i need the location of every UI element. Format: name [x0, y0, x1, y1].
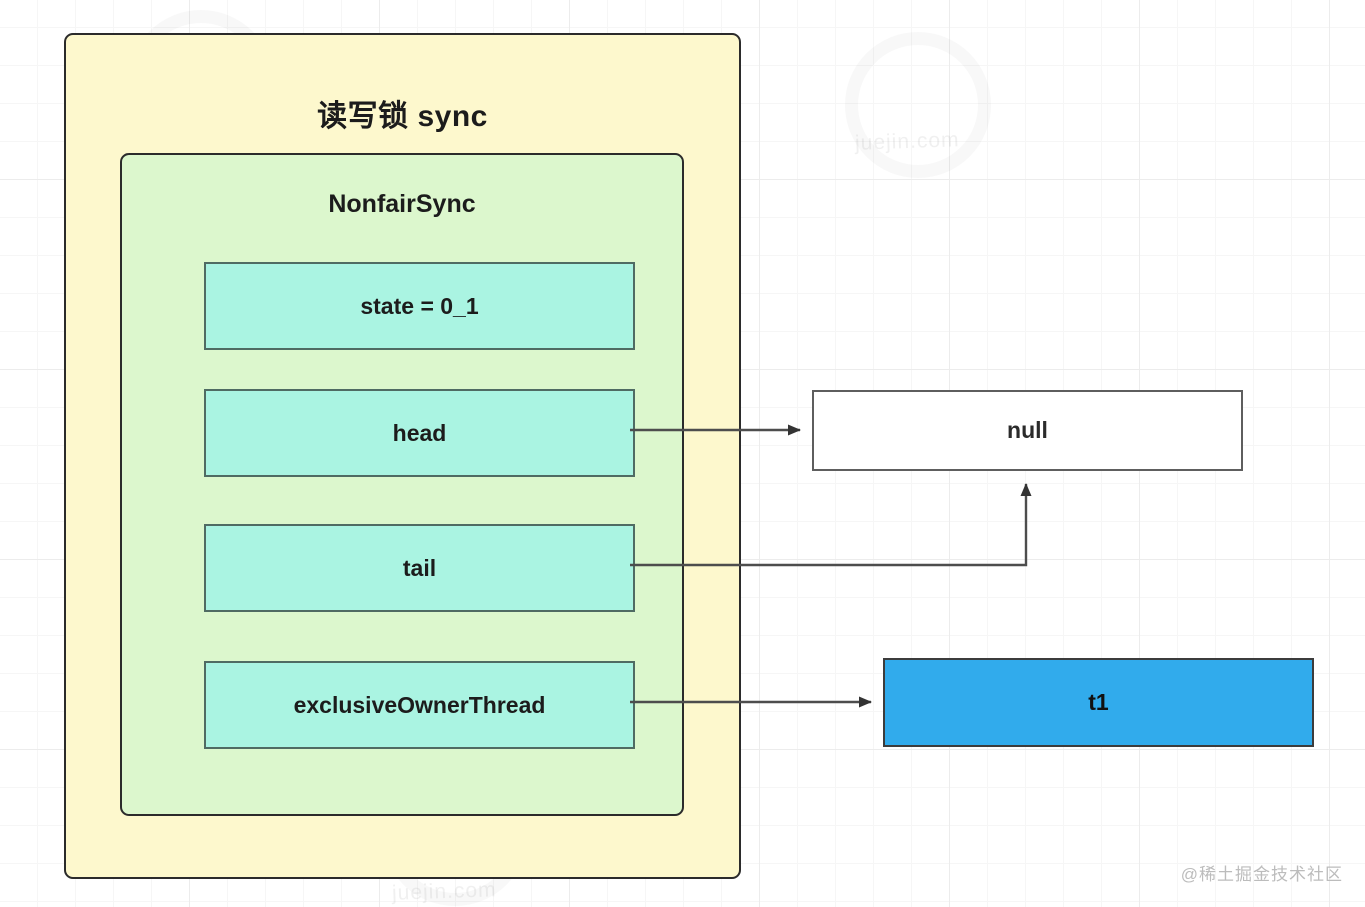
watermark-url: juejin.com: [854, 128, 960, 155]
inner-container-nonfairsync: NonfairSync state = 0_1 head tail exclus…: [120, 153, 684, 816]
field-head: head: [204, 389, 635, 477]
inner-container-title: NonfairSync: [328, 190, 476, 218]
watermark-url: juejin.com: [391, 878, 497, 905]
null-node: null: [812, 390, 1243, 471]
outer-container-sync: 读写锁 sync NonfairSync state = 0_1 head ta…: [64, 33, 741, 879]
watermark-credit: @稀土掘金技术社区: [1180, 865, 1343, 884]
t1-thread-node: t1: [883, 658, 1314, 747]
field-state: state = 0_1: [204, 262, 635, 350]
outer-container-title: 读写锁 sync: [317, 100, 488, 133]
watermark-logo: [845, 32, 991, 178]
field-tail: tail: [204, 524, 635, 612]
field-exclusive-owner-thread: exclusiveOwnerThread: [204, 661, 635, 749]
